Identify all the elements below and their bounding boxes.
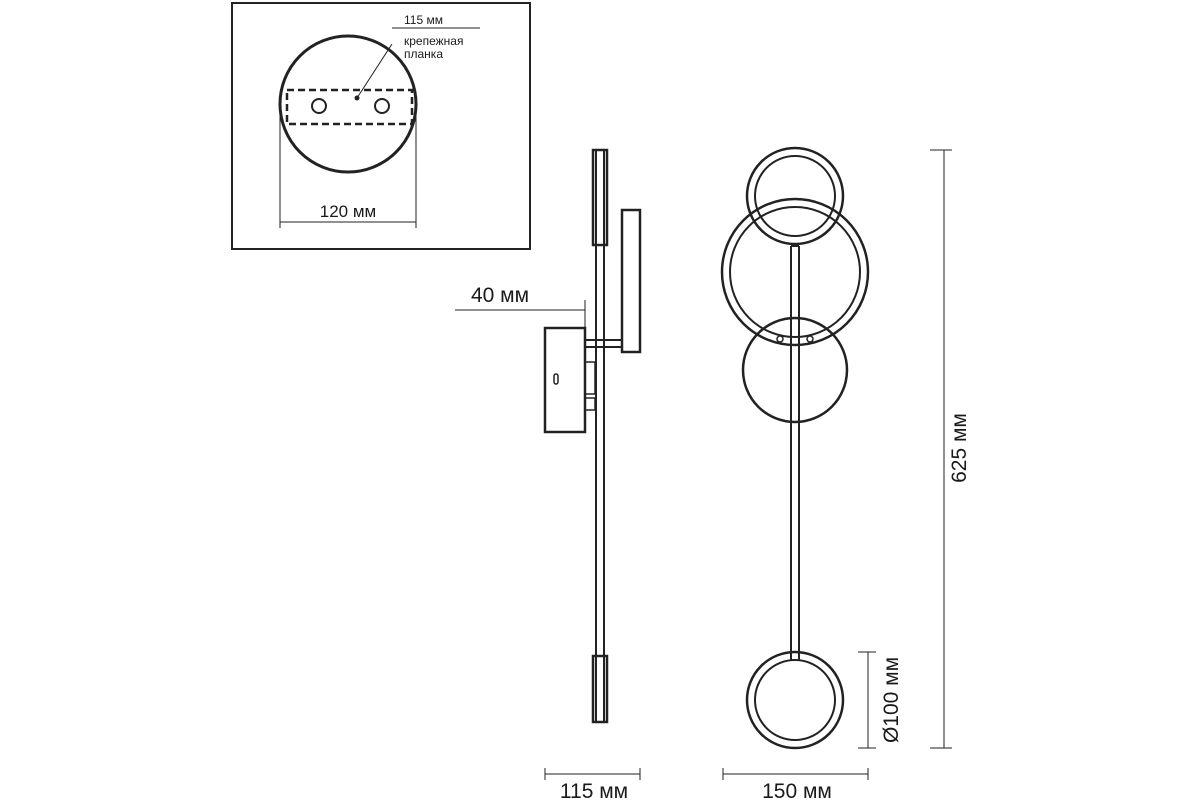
front-bottom-ring-outer (745, 650, 845, 750)
front-main-ring-inner (729, 206, 861, 338)
side-disc-edge (620, 208, 642, 354)
plate-name-line1: крепежная (404, 34, 463, 48)
side-view (455, 148, 642, 780)
front-view (720, 146, 952, 780)
front-top-ring-inner (754, 155, 836, 237)
side-top-cap (591, 148, 609, 247)
plate-hole-right (374, 98, 390, 114)
canopy-circle (278, 34, 418, 174)
side-bracket-1 (584, 361, 596, 395)
inset-width-label: 120 мм (320, 202, 376, 221)
plate-leader-line (356, 43, 393, 99)
mounting-plate-dashed (285, 88, 414, 126)
front-disc (741, 316, 849, 424)
depth-label: 115 мм (560, 780, 628, 800)
inset-frame (231, 2, 531, 250)
front-main-ring-outer (720, 197, 870, 347)
front-screw-right (806, 335, 814, 343)
front-bottom-ring-inner (754, 659, 836, 741)
diameter-label: Ø100 мм (880, 657, 903, 743)
width-label: 150 мм (762, 780, 832, 800)
mounting-inset: 115 мм крепежная планка 120 мм (231, 2, 531, 250)
side-rod (595, 149, 605, 723)
projection-label: 40 мм (471, 284, 529, 307)
front-screw-left (776, 335, 784, 343)
side-bracket-2 (584, 397, 596, 411)
front-top-ring-outer (745, 146, 845, 246)
plate-length-label: 115 мм (404, 13, 443, 27)
side-canopy-box (543, 326, 587, 434)
side-canopy-notch (553, 373, 559, 385)
side-bottom-cap (591, 654, 609, 724)
plate-name-line2: планка (404, 47, 443, 61)
height-label: 625 мм (948, 413, 971, 483)
plate-hole-left (311, 98, 327, 114)
